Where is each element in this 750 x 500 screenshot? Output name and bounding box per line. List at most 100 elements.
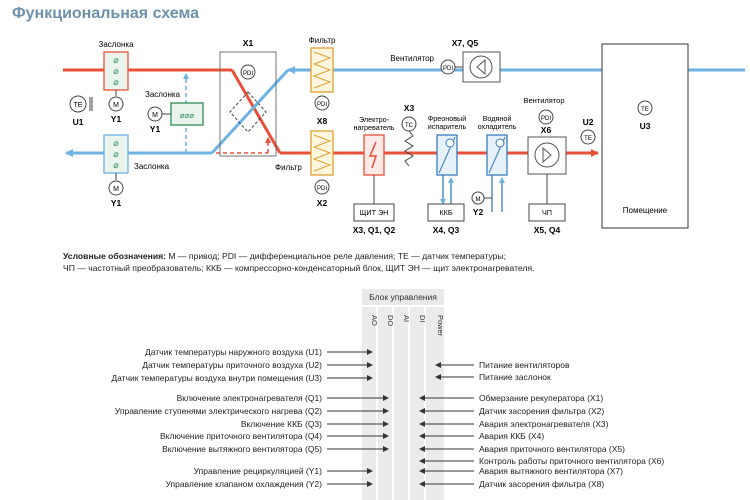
controller-column <box>378 307 392 500</box>
sensor-u1: TE U1 <box>69 95 93 127</box>
right-signal-label: Контроль работы приточного вентилятора (… <box>479 456 664 466</box>
svg-text:TE: TE <box>584 136 592 142</box>
recuperator-x1: X1 PDI <box>219 38 277 157</box>
right-signal-label: Питание вентиляторов <box>479 360 570 370</box>
svg-text:⌀⌀⌀: ⌀⌀⌀ <box>180 111 195 120</box>
left-signal-label: Датчик температуры наружного воздуха (U1… <box>145 347 322 357</box>
damper-top: Заслонка ⌀ ⌀ ⌀ M Y1 <box>98 40 134 124</box>
svg-text:U1: U1 <box>73 117 84 127</box>
svg-text:охладитель: охладитель <box>478 122 517 131</box>
svg-text:⌀: ⌀ <box>113 138 119 148</box>
column-label: AI <box>402 315 411 322</box>
svg-text:X4, Q3: X4, Q3 <box>433 225 460 235</box>
right-signal-label: Обмерзание рекуператора (X1) <box>479 393 603 403</box>
svg-text:X2: X2 <box>317 198 328 208</box>
left-signal-label: Датчик температуры приточного воздуха (U… <box>142 360 322 370</box>
svg-text:M: M <box>113 102 119 109</box>
svg-text:M: M <box>476 197 481 203</box>
electric-heater: Электро- нагреватель ЩИТ ЭН X3, Q1, Q2 <box>353 115 396 235</box>
svg-text:нагреватель: нагреватель <box>353 123 394 132</box>
svg-text:U3: U3 <box>640 121 651 131</box>
controller-header <box>362 289 444 305</box>
left-signal-label: Датчик температуры воздуха внутри помеще… <box>111 373 322 383</box>
svg-text:⌀: ⌀ <box>113 149 119 159</box>
svg-text:X6: X6 <box>541 125 552 135</box>
svg-text:⌀: ⌀ <box>113 77 119 87</box>
box-shchit-en <box>353 203 395 222</box>
damper-recirculation: Заслонка ⌀⌀⌀ M Y1 <box>145 90 204 134</box>
left-signal-label: Включение вытяжного вентилятора (Q5) <box>162 444 322 454</box>
svg-text:M: M <box>152 112 158 119</box>
sensor-tc-x3: X3 TC <box>401 103 417 167</box>
freon-evaporator: Фреоновый испаритель ККБ X4, Q3 <box>427 114 466 235</box>
svg-text:X5, Q4: X5, Q4 <box>534 225 561 235</box>
svg-text:X8: X8 <box>317 116 328 126</box>
exhaust-fan: X7, Q5 Вентилятор PDI <box>390 38 501 83</box>
legend-line-1: M — привод; PDI — дифференциальное реле … <box>166 251 507 261</box>
damper-bottom: ⌀ ⌀ ⌀ Заслонка M Y1 <box>103 134 170 208</box>
legend: Условные обозначения: M — привод; PDI — … <box>63 250 733 274</box>
svg-text:PDI: PDI <box>243 71 253 77</box>
svg-text:X1: X1 <box>243 38 254 48</box>
left-signal-label: Включение электронагревателя (Q1) <box>177 393 323 403</box>
svg-text:Фильтр: Фильтр <box>275 163 302 172</box>
left-signal-label: Управление ступенями электрического нагр… <box>115 406 322 416</box>
right-signal-label: Авария ККБ (X4) <box>479 431 544 441</box>
svg-text:Y2: Y2 <box>473 207 484 217</box>
right-signal-label: Питание заслонок <box>479 372 551 382</box>
svg-text:Заслонка: Заслонка <box>145 90 181 99</box>
svg-text:TC: TC <box>405 123 414 129</box>
svg-text:PDI: PDI <box>443 66 453 72</box>
left-signal-label: Управление рециркуляцией (Y1) <box>194 466 323 476</box>
left-signal-label: Включение ККБ (Q3) <box>241 419 322 429</box>
controller-column <box>362 307 376 500</box>
sensor-u2: U2 TE <box>580 117 596 145</box>
svg-text:X3, Q1, Q2: X3, Q1, Q2 <box>353 225 396 235</box>
svg-text:Y1: Y1 <box>111 114 122 124</box>
room: TE U3 Помещение <box>601 43 689 229</box>
legend-line-2: ЧП — частотный преобразователь; ККБ — ко… <box>63 263 535 273</box>
svg-text:PDI: PDI <box>541 116 551 122</box>
svg-text:Вентилятор: Вентилятор <box>523 96 564 105</box>
controller-column <box>394 307 408 500</box>
svg-text:PDI: PDI <box>317 102 327 108</box>
column-label: DI <box>418 315 427 323</box>
filter-x2: Фильтр PDI X2 <box>275 130 334 208</box>
svg-text:ККБ: ККБ <box>439 208 452 217</box>
svg-text:Помещение: Помещение <box>623 206 668 215</box>
right-signal-label: Датчик засорения фильтра (X2) <box>479 406 604 416</box>
svg-text:TE: TE <box>641 107 649 113</box>
legend-heading: Условные обозначения: <box>63 251 166 261</box>
svg-text:Заслонка: Заслонка <box>134 162 170 171</box>
svg-text:⌀: ⌀ <box>113 66 119 76</box>
right-signal-label: Авария приточного вентилятора (X5) <box>479 444 625 454</box>
box-chp <box>528 203 566 222</box>
svg-text:⌀: ⌀ <box>113 160 119 170</box>
right-signal-label: Авария электронагревателя (X3) <box>479 419 609 429</box>
controller-title: Блок управления <box>369 292 437 302</box>
column-label: AO <box>370 315 379 326</box>
left-signal-label: Управление клапаном охлаждения (Y2) <box>166 479 323 489</box>
column-label: DO <box>386 315 395 326</box>
functional-scheme: Заслонка ⌀ ⌀ ⌀ M Y1 ⌀ ⌀ ⌀ Заслонка M Y1 … <box>63 36 745 235</box>
svg-text:TE: TE <box>74 102 83 109</box>
supply-fan: Вентилятор PDI X6 ЧП X5, Q4 <box>523 96 567 235</box>
svg-text:⌀: ⌀ <box>113 55 119 65</box>
svg-text:Фильтр: Фильтр <box>309 36 336 45</box>
filter-x8: Фильтр PDI X8 <box>309 36 336 126</box>
right-signal-label: Датчик засорения фильтра (X8) <box>479 479 604 489</box>
svg-text:Электро-: Электро- <box>359 115 390 124</box>
svg-text:U2: U2 <box>583 117 594 127</box>
svg-text:Фреоновый: Фреоновый <box>428 114 466 123</box>
page-title: Функциональная схема <box>12 5 199 22</box>
svg-text:ЩИТ ЭН: ЩИТ ЭН <box>360 208 389 217</box>
water-cooler: Водяной охладитель M Y2 <box>471 114 517 217</box>
svg-text:Заслонка: Заслонка <box>98 40 134 49</box>
actuator-y1-top <box>108 96 124 112</box>
svg-text:Водяной: Водяной <box>483 114 512 123</box>
svg-text:PDI: PDI <box>317 186 327 192</box>
svg-text:ЧП: ЧП <box>542 208 552 217</box>
box-kkb <box>427 203 465 222</box>
right-signal-label: Авария вытяжного вентилятора (X7) <box>479 466 623 476</box>
